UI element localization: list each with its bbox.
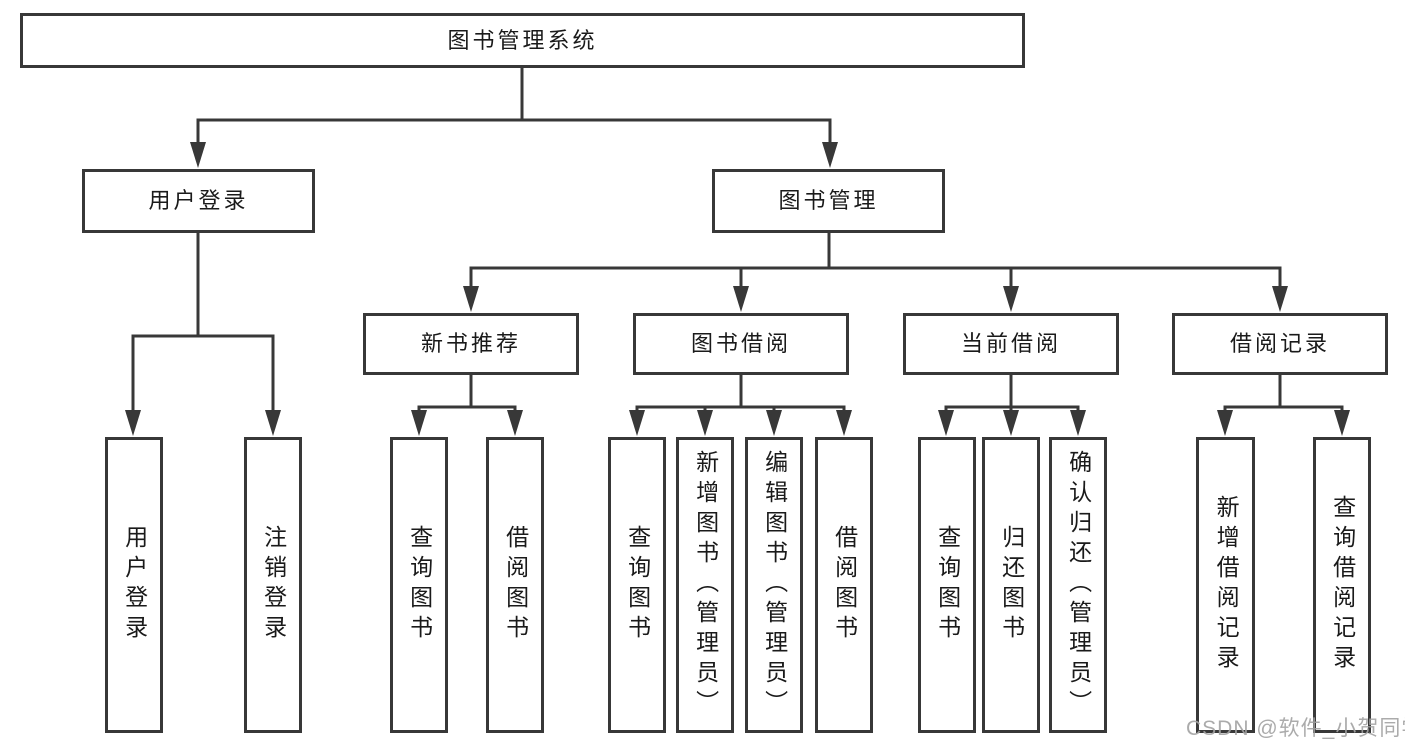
node-borrowing-records-label: 借阅记录	[1229, 331, 1330, 356]
node-book-borrowing: 图书借阅	[633, 313, 849, 375]
node-new-book-recommend-label: 新书推荐	[420, 331, 521, 356]
leaf-current-confirm-return-admin: 确认归还（管理员）	[1049, 437, 1107, 733]
node-user-login: 用户登录	[82, 169, 315, 233]
leaf-records-add-record-label: 新增借阅记录	[1213, 495, 1240, 675]
leaf-current-return-books-label: 归还图书	[998, 525, 1025, 645]
node-book-management: 图书管理	[712, 169, 945, 233]
leaf-user-login-label: 用户登录	[121, 525, 148, 645]
node-new-book-recommend: 新书推荐	[363, 313, 579, 375]
node-borrowing-records: 借阅记录	[1172, 313, 1388, 375]
leaf-borrow-query-books: 查询图书	[608, 437, 666, 733]
leaf-records-add-record: 新增借阅记录	[1196, 437, 1255, 733]
leaf-records-query-record-label: 查询借阅记录	[1329, 495, 1356, 675]
node-current-borrowing-label: 当前借阅	[960, 331, 1061, 356]
leaf-current-confirm-return-admin-label: 确认归还（管理员）	[1065, 450, 1092, 720]
leaf-logout: 注销登录	[244, 437, 302, 733]
leaf-logout-label: 注销登录	[260, 525, 287, 645]
leaf-borrow-edit-books-admin: 编辑图书（管理员）	[745, 437, 803, 733]
leaf-borrow-edit-books-admin-label: 编辑图书（管理员）	[761, 450, 788, 720]
node-library-system-label: 图书管理系统	[447, 27, 598, 53]
leaf-newbook-borrow-books: 借阅图书	[486, 437, 544, 733]
node-user-login-label: 用户登录	[148, 188, 249, 213]
node-book-borrowing-label: 图书借阅	[690, 331, 791, 356]
leaf-current-return-books: 归还图书	[982, 437, 1040, 733]
csdn-watermark: CSDN @软件_小贺同学	[1186, 717, 1405, 740]
node-book-management-label: 图书管理	[778, 188, 879, 213]
leaf-newbook-query-books-label: 查询图书	[406, 525, 433, 645]
leaf-borrow-borrow-books-label: 借阅图书	[831, 525, 858, 645]
leaf-current-query-books-label: 查询图书	[934, 525, 961, 645]
tree-edges	[131, 68, 1344, 414]
leaf-borrow-add-books-admin-label: 新增图书（管理员）	[692, 450, 719, 720]
leaf-current-query-books: 查询图书	[918, 437, 976, 733]
leaf-borrow-add-books-admin: 新增图书（管理员）	[676, 437, 734, 733]
leaf-borrow-query-books-label: 查询图书	[624, 525, 651, 645]
leaf-records-query-record: 查询借阅记录	[1313, 437, 1371, 733]
node-current-borrowing: 当前借阅	[903, 313, 1119, 375]
leaf-borrow-borrow-books: 借阅图书	[815, 437, 873, 733]
leaf-newbook-query-books: 查询图书	[390, 437, 448, 733]
leaf-newbook-borrow-books-label: 借阅图书	[502, 525, 529, 645]
leaf-user-login: 用户登录	[105, 437, 163, 733]
node-library-system: 图书管理系统	[20, 13, 1025, 68]
